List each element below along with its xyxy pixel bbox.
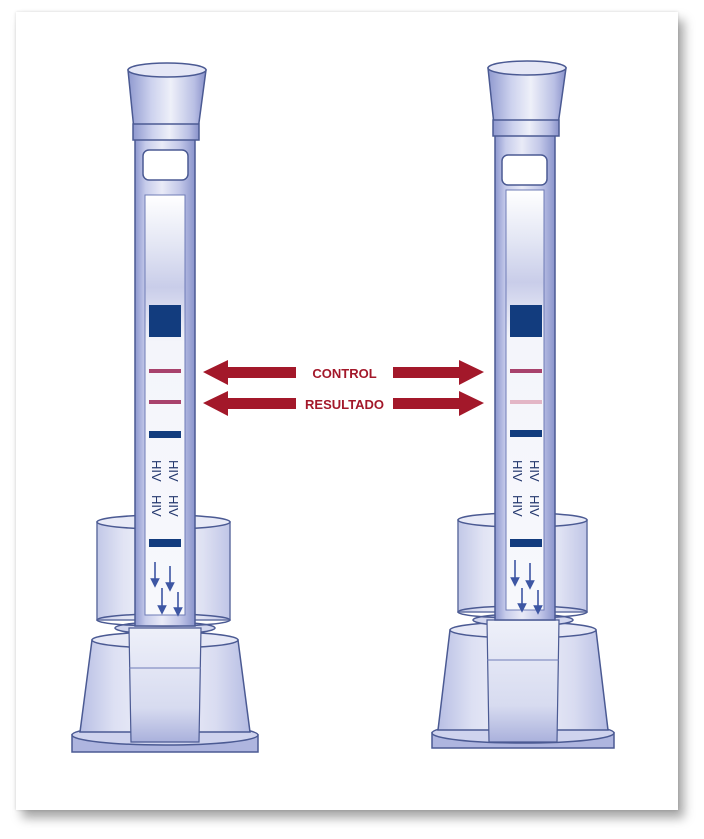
result-arrow-right — [393, 391, 484, 416]
left-strip-text-4: HIV — [166, 495, 181, 517]
control-label: CONTROL — [312, 366, 376, 381]
right-lower-band — [510, 430, 542, 437]
right-strip-text-1: HIV — [510, 460, 525, 482]
right-strip-text-3: HIV — [527, 460, 542, 482]
result-label: RESULTADO — [305, 397, 384, 412]
right-cap — [488, 61, 566, 136]
right-dark-band — [510, 305, 542, 337]
left-sample-band — [149, 539, 181, 547]
left-control-line — [149, 369, 181, 373]
right-base-stand — [432, 614, 614, 748]
left-strip-text-1: HIV — [149, 460, 164, 482]
left-strip-text-3: HIV — [166, 460, 181, 482]
right-sample-band — [510, 539, 542, 547]
right-tube — [495, 135, 555, 620]
right-control-line — [510, 369, 542, 373]
left-strip-text-2: HIV — [149, 495, 164, 517]
left-result-line — [149, 400, 181, 404]
result-arrow-left — [203, 391, 296, 416]
left-tube — [135, 138, 195, 626]
left-cap — [128, 63, 206, 140]
left-base-stand — [72, 622, 258, 752]
right-result-line — [510, 400, 542, 404]
right-strip-text-2: HIV — [510, 495, 525, 517]
left-lower-band — [149, 431, 181, 438]
right-strip-text-4: HIV — [527, 495, 542, 517]
left-dark-band — [149, 305, 181, 337]
control-arrow-right — [393, 360, 484, 385]
control-arrow-left — [203, 360, 296, 385]
